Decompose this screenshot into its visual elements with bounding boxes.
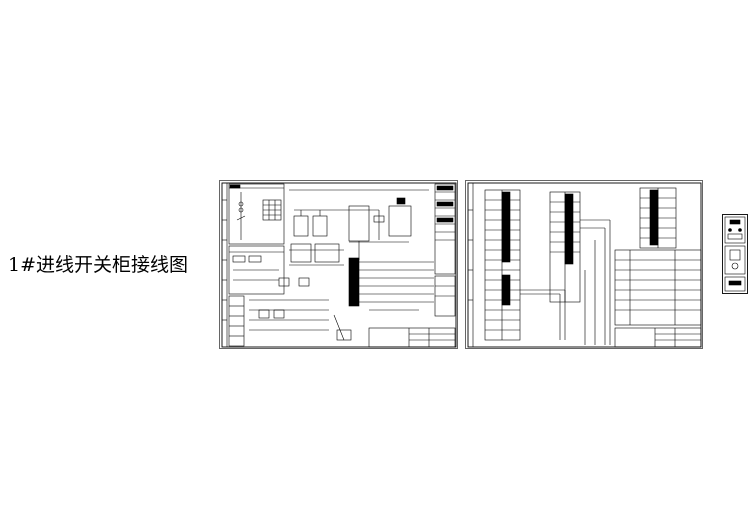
device-list-table bbox=[614, 249, 702, 326]
control-circuit-block bbox=[249, 189, 434, 341]
title-block bbox=[368, 327, 456, 348]
connector-pin-table bbox=[639, 187, 677, 249]
wiring-schematic-sheet bbox=[219, 180, 458, 349]
terminal-strip-left bbox=[484, 189, 566, 341]
drawing-title: 1#进线开关柜接线图 bbox=[8, 254, 189, 276]
title-block bbox=[614, 327, 702, 348]
terminal-strip-right bbox=[549, 191, 611, 345]
device-list-table bbox=[434, 183, 456, 317]
left-index-strip bbox=[222, 199, 227, 321]
left-index-strip bbox=[468, 209, 473, 301]
terminal-diagram-sheet bbox=[465, 180, 703, 349]
primary-circuit-block bbox=[228, 183, 285, 347]
cabinet-front-view bbox=[722, 214, 748, 294]
